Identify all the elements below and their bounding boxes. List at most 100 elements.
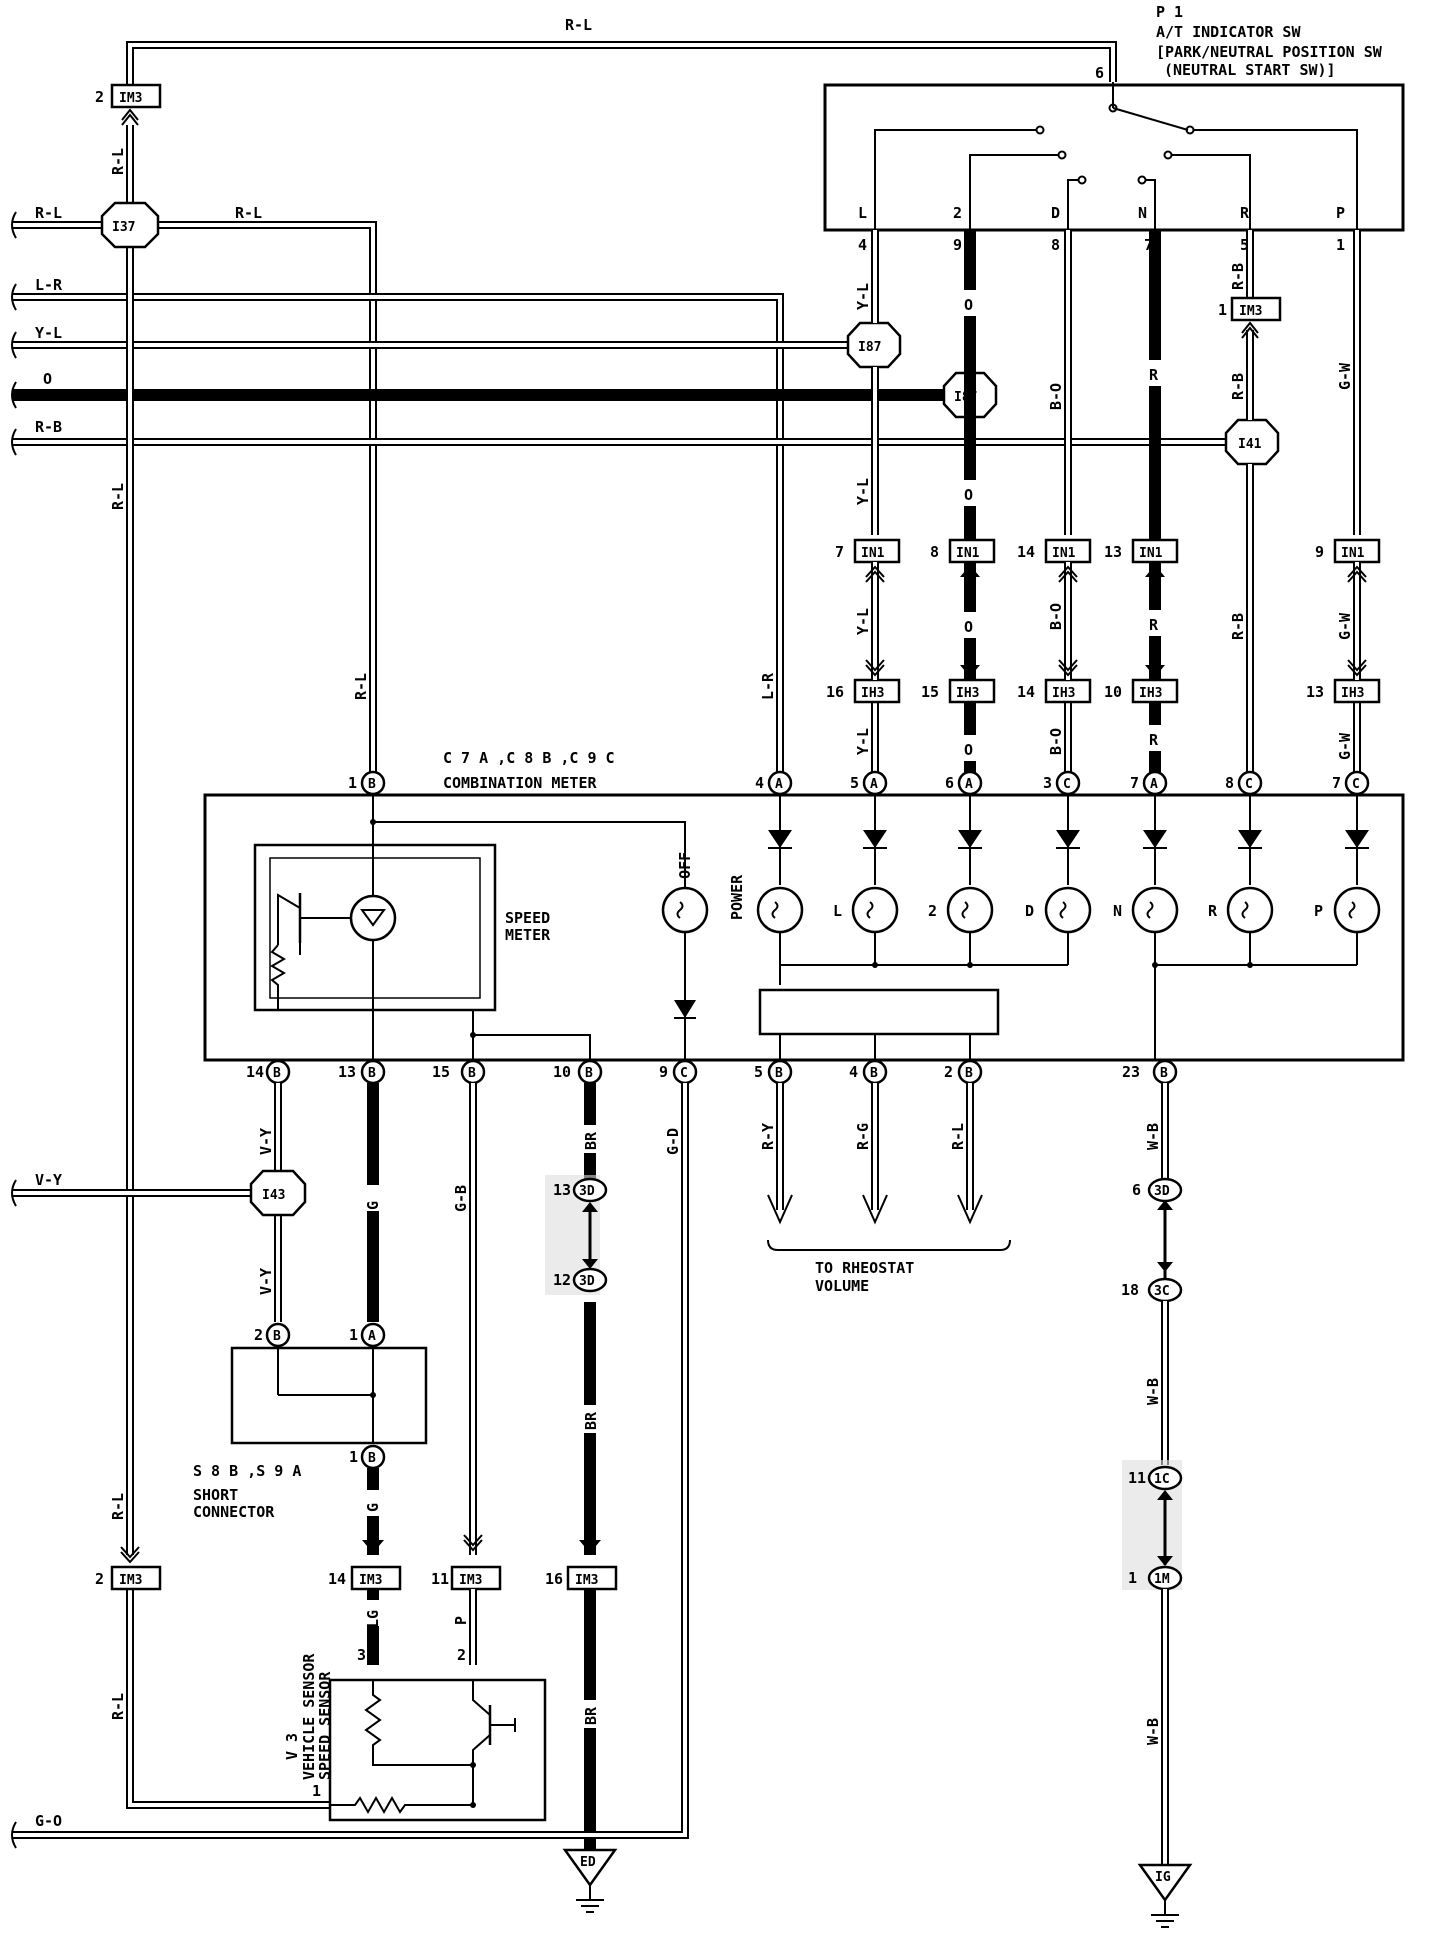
wire-g: G — [363, 1083, 383, 1322]
svg-text:13: 13 — [553, 1181, 571, 1199]
svg-text:6: 6 — [945, 774, 954, 792]
wire-label-rb-2: R-B — [1229, 373, 1247, 400]
wire-label-lr-vert: L-R — [759, 672, 777, 700]
im3-bottom-row: IM3 2 IM3 14 IM3 11 IM3 16 — [95, 1546, 618, 1591]
junction-i41: I41 — [1224, 418, 1280, 466]
wire-rb-r: R-B R-B R-B — [1229, 230, 1254, 775]
short-connector-name-2: CONNECTOR — [193, 1503, 275, 1521]
svg-text:C: C — [1063, 777, 1071, 792]
in1-D: IN1 — [1052, 546, 1076, 561]
wire-label-go: G-O — [35, 1812, 62, 1830]
svg-text:1: 1 — [1128, 1569, 1137, 1587]
svg-text:C: C — [1245, 777, 1253, 792]
svg-text:1: 1 — [349, 1448, 358, 1466]
switch-pin-6: 6 — [1095, 64, 1104, 82]
svg-text:B: B — [1160, 1066, 1168, 1081]
junction-i87-yl: I87 — [846, 321, 902, 369]
connector-3d-13: 3D — [579, 1184, 595, 1199]
short-connector-codes: S 8 B ,S 9 A — [193, 1462, 301, 1480]
wire-label-r-3: R — [1149, 731, 1159, 749]
switch-box: P 1 A/T INDICATOR SW [PARK/NEUTRAL POSIT… — [823, 3, 1405, 254]
svg-text:A: A — [368, 1329, 376, 1344]
ih3-P-pin: 13 — [1306, 683, 1324, 701]
lamp-P: P — [1314, 902, 1323, 920]
svg-text:2: 2 — [95, 1570, 104, 1588]
speed-label-1: SPEED — [505, 909, 550, 927]
wire-label-rg: R-G — [854, 1123, 872, 1150]
wire-label-r-1: R — [1149, 366, 1159, 384]
in1-D-pin: 14 — [1017, 543, 1035, 561]
wire-rl-vertical: R-L R-L R-L R-L — [109, 125, 330, 1809]
svg-text:18: 18 — [1121, 1281, 1139, 1299]
svg-text:B: B — [585, 1066, 593, 1081]
wire-label-yl-4: Y-L — [854, 728, 872, 755]
svg-text:16: 16 — [545, 1570, 563, 1588]
junction-i37: I37 — [100, 201, 160, 249]
in1-2-pin: 8 — [930, 543, 939, 561]
switch-pin-5: 5 — [1240, 236, 1249, 254]
svg-text:23: 23 — [1122, 1063, 1140, 1081]
ih3-N: IH3 — [1139, 686, 1162, 701]
sensor-name-1: VEHICLE SENSOR — [300, 1653, 318, 1780]
in1-ih3-row: IN1 7 IH3 16 IN1 8 IH3 15 IN1 14 IH3 14 … — [826, 538, 1381, 704]
wire-yl-l: Y-L Y-L Y-L Y-L — [854, 230, 879, 775]
wire-br: BR BR BR 3D 13 3D 12 — [545, 1083, 608, 1850]
wire-label-o-3: O — [964, 618, 973, 636]
wire-label-rl-v2: R-L — [109, 483, 127, 510]
wire-label-rl-v1: R-L — [109, 148, 127, 175]
ih3-2-pin: 15 — [921, 683, 939, 701]
wire-go: G-D G-O — [11, 1083, 689, 1849]
ground-ed: ED — [562, 1848, 618, 1913]
junction-i37-label: I37 — [112, 220, 135, 235]
svg-text:4: 4 — [849, 1063, 858, 1081]
connector-im3-rb: IM3 1 — [1218, 296, 1282, 339]
switch-pin-9: 9 — [953, 236, 962, 254]
switch-pin-1: 1 — [1336, 236, 1345, 254]
wire-g-lower: G — [362, 1468, 384, 1555]
svg-text:1: 1 — [348, 774, 357, 792]
meter-codes: C 7 A ,C 8 B ,C 9 C — [443, 749, 615, 767]
svg-text:B: B — [368, 1066, 376, 1081]
svg-text:5: 5 — [754, 1063, 763, 1081]
lamp-2: 2 — [928, 902, 937, 920]
rheostat-line-1: TO RHEOSTAT — [815, 1259, 914, 1277]
connector-3d-12: 3D — [579, 1274, 595, 1289]
svg-text:B: B — [273, 1066, 281, 1081]
svg-text:B: B — [775, 1066, 783, 1081]
wire-label-rb-1: R-B — [1229, 263, 1247, 290]
wire-label-o: O — [43, 370, 52, 388]
im3-b-2: IM3 — [359, 1573, 382, 1588]
connector-im3-rb-label: IM3 — [1239, 304, 1262, 319]
wire-label-yl-2: Y-L — [854, 478, 872, 505]
ground-ig-label: IG — [1155, 1870, 1171, 1885]
switch-code: P 1 — [1156, 3, 1183, 21]
svg-text:B: B — [273, 1329, 281, 1344]
lamp-D: D — [1025, 902, 1034, 920]
switch-pos-N: N — [1138, 204, 1147, 222]
svg-text:10: 10 — [553, 1063, 571, 1081]
ih3-P: IH3 — [1341, 686, 1364, 701]
switch-name-3: (NEUTRAL START SW)] — [1164, 61, 1336, 79]
wire-label-rl-left: R-L — [35, 204, 62, 222]
connector-3c-18: 3C — [1154, 1284, 1170, 1299]
wire-label-r-2: R — [1149, 616, 1159, 634]
wire-label-br-2: BR — [582, 1411, 600, 1430]
wire-label-bo-1: B-O — [1047, 383, 1065, 410]
svg-text:5: 5 — [850, 774, 859, 792]
wire-label-wb-2: W-B — [1144, 1378, 1162, 1405]
switch-pin-4: 4 — [858, 236, 867, 254]
wire-label-bo-2: B-O — [1047, 603, 1065, 630]
junction-i43-label: I43 — [262, 1188, 285, 1203]
wire-gw-p: G-W G-W G-W — [1336, 230, 1361, 775]
rheostat-line-2: VOLUME — [815, 1277, 869, 1295]
svg-text:13: 13 — [338, 1063, 356, 1081]
in1-N: IN1 — [1139, 546, 1163, 561]
switch-pos-P: P — [1336, 204, 1345, 222]
wire-wb: W-B 3D 6 3C 18 W-B 1C 11 1M 1 W-B — [1121, 1083, 1183, 1865]
svg-text:14: 14 — [328, 1570, 346, 1588]
wire-label-vy-2: V-Y — [257, 1268, 275, 1295]
connector-1m-1: 1M — [1154, 1572, 1170, 1587]
ih3-N-pin: 10 — [1104, 683, 1122, 701]
im3-b-3: IM3 — [459, 1573, 482, 1588]
